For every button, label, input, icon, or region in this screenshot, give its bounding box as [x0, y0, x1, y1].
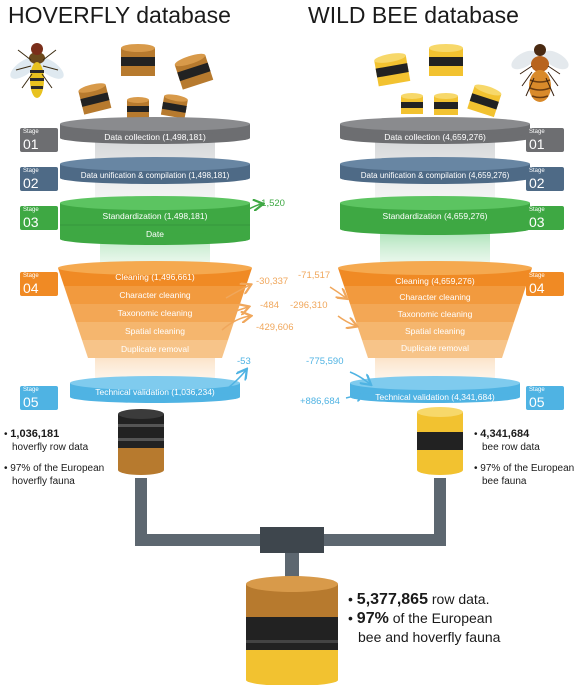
- bee-character-arrow: [329, 286, 346, 298]
- bee-icon: [511, 44, 569, 102]
- bee-stage-3-label: Standardization (4,659,276): [382, 211, 488, 221]
- hoverfly-character-change: -30,337: [256, 276, 289, 287]
- bee-spatial-cleaning: Spatial cleaning: [404, 326, 465, 336]
- bee-character-change: -71,517: [298, 270, 331, 281]
- hoverfly-data-cans: [78, 44, 214, 119]
- hoverfly-spatial-cleaning: Spatial cleaning: [124, 326, 185, 336]
- hoverfly-standardization-arrow: [239, 204, 262, 215]
- bee-cleaning-funnel: [338, 261, 532, 358]
- hoverfly-duplicate-removal: Duplicate removal: [120, 344, 190, 354]
- hoverfly-title: HOVERFLY database: [8, 2, 231, 28]
- bee-taxonomic-cleaning: Taxonomic cleaning: [397, 309, 473, 319]
- hoverfly-validation-change: -53: [237, 356, 251, 367]
- bee-stage-1-label: Data collection (4,659,276): [384, 132, 486, 142]
- hoverfly-standardization-change: -1,520: [258, 198, 285, 209]
- bee-validation-minus-change: -775,590: [306, 356, 344, 367]
- hoverfly-stage-1-disk: [60, 117, 250, 144]
- hoverfly-stage-5-disk: [70, 376, 240, 403]
- bee-validation-minus-arrow: [349, 371, 370, 384]
- hoverfly-icon: [10, 43, 64, 98]
- hoverfly-validation-arrow: [227, 370, 246, 389]
- hoverfly-stage-2-label: Data unification & compilation (1,498,18…: [80, 171, 230, 180]
- bee-validation-plus-change: +886,684: [300, 396, 340, 407]
- hoverfly-cleaning-funnel: [58, 261, 252, 358]
- hoverfly-stage-4-label: Cleaning (1,496,661): [115, 272, 195, 282]
- hoverfly-stage-3-label: Standardization (1,498,181): [102, 211, 208, 221]
- hoverfly-spatial-arrow: [221, 316, 250, 331]
- bee-stage-5-disk: [350, 376, 520, 403]
- hoverfly-spatial-change: -429,606: [256, 322, 294, 333]
- bee-stage-4-label: Cleaning (4,659,276): [395, 276, 475, 286]
- bee-taxonomic-change: -296,310: [290, 300, 328, 311]
- hoverfly-taxonomic-arrow: [229, 307, 248, 313]
- bee-duplicate-removal: Duplicate removal: [400, 343, 470, 353]
- hoverfly-stage-3-sub: Date: [146, 229, 164, 239]
- bee-stage-2-label: Data unification & compilation (4,659,27…: [360, 171, 510, 180]
- bee-output-can: [417, 407, 463, 475]
- merge-pipes: [135, 478, 446, 590]
- bee-character-cleaning: Character cleaning: [399, 292, 471, 302]
- bee-stage-5-label: Technical validation (4,341,684): [375, 392, 495, 402]
- combined-output-can: [246, 576, 338, 685]
- bee-stage-2-disk: [340, 157, 530, 184]
- bee-stage-1-disk: [340, 117, 530, 144]
- bee-title: WILD BEE database: [308, 2, 519, 28]
- hoverfly-taxonomic-change: -484: [260, 300, 280, 311]
- bee-taxonomic-arrow: [337, 315, 356, 326]
- bee-data-cans: [374, 44, 502, 118]
- hoverfly-character-cleaning: Character cleaning: [119, 290, 191, 300]
- bee-validation-plus-arrow: [345, 392, 362, 398]
- hoverfly-taxonomic-cleaning: Taxonomic cleaning: [117, 308, 193, 318]
- bee-stage-3-disk: [340, 196, 530, 235]
- hoverfly-stage-2-disk: [60, 157, 250, 184]
- combined-summary: • 5,377,865 row data. • 97% of the Europ…: [348, 591, 501, 645]
- hoverfly-character-arrow: [225, 285, 250, 299]
- hoverfly-output-can: [118, 409, 164, 475]
- hoverfly-summary: • 1,036,181 hoverfly row data • 97% of t…: [4, 428, 105, 487]
- bee-summary: • 4,341,684 bee row data • 97% of the Eu…: [474, 428, 575, 487]
- hoverfly-stage-1-label: Data collection (1,498,181): [104, 132, 206, 142]
- hoverfly-stage-5-label: Technical validation (1,036,234): [95, 387, 215, 397]
- hoverfly-stage-3-disk: [60, 196, 250, 245]
